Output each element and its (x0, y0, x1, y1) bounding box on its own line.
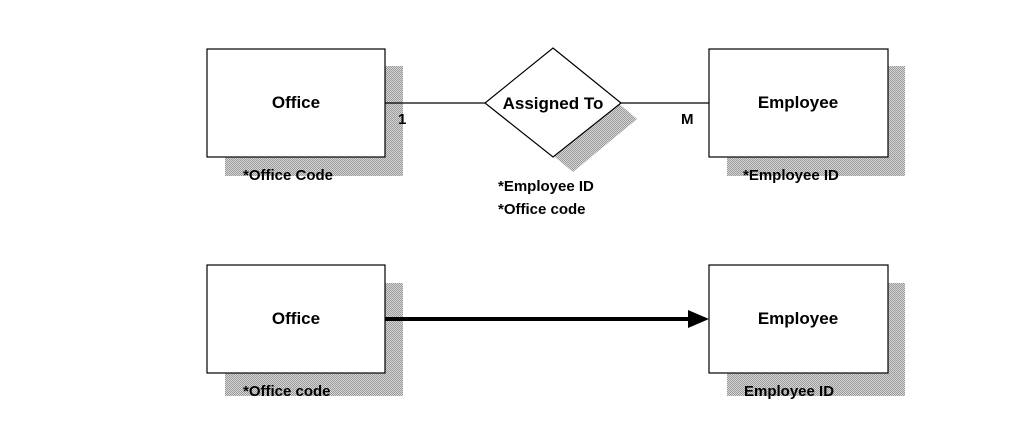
employee-entity-top: Employee *Employee ID (708, 48, 905, 184)
employee-name: Employee (758, 93, 838, 112)
employee-key-bottom: Employee ID (744, 383, 834, 400)
office-key-bottom: *Office code (243, 383, 331, 400)
employee-box-bottom (708, 264, 889, 374)
relationship-assigned-to: Assigned To *Employee ID *Office code (484, 47, 637, 218)
office-name-bottom: Office (272, 309, 320, 328)
office-key: *Office Code (243, 167, 333, 184)
office-entity-bottom: Office *Office code (206, 264, 403, 400)
relationship-key-1: *Employee ID (498, 178, 594, 195)
cardinality-one: 1 (398, 111, 406, 128)
relationship-key-2: *Office code (498, 201, 586, 218)
office-box-bottom (206, 264, 386, 374)
employee-box (708, 48, 889, 158)
relationship-name: Assigned To (503, 94, 604, 113)
cardinality-many: M (681, 111, 694, 128)
office-name: Office (272, 93, 320, 112)
employee-entity-bottom: Employee Employee ID (708, 264, 905, 400)
relationship-arrow (385, 310, 709, 328)
office-entity-top: Office *Office Code (206, 48, 403, 184)
employee-key: *Employee ID (743, 167, 839, 184)
relationship-diamond (484, 47, 622, 158)
employee-name-bottom: Employee (758, 309, 838, 328)
office-box (206, 48, 386, 158)
arrow-head (688, 310, 709, 328)
